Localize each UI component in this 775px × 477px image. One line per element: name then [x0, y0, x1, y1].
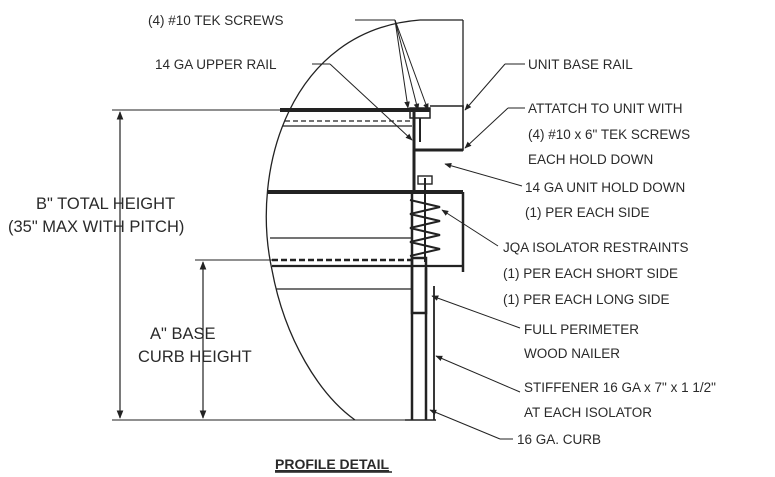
label-attach-2: (4) #10 x 6" TEK SCREWS — [528, 127, 690, 142]
label-curb: 16 GA. CURB — [517, 432, 601, 447]
label-isolator-3: (1) PER EACH LONG SIDE — [503, 292, 670, 307]
label-isolator-2: (1) PER EACH SHORT SIDE — [503, 266, 678, 281]
label-stiffener-2: AT EACH ISOLATOR — [524, 405, 652, 420]
label-stiffener-1: STIFFENER 16 GA x 7" x 1 1/2" — [524, 380, 716, 395]
label-attach-1: ATTATCH TO UNIT WITH — [528, 101, 683, 116]
label-hold-down-2: (1) PER EACH SIDE — [525, 205, 650, 220]
leader-nailer — [431, 295, 521, 329]
label-base-height-1: A" BASE — [150, 325, 215, 343]
unit-base-rail — [430, 105, 464, 151]
label-unit-base-rail: UNIT BASE RAIL — [528, 57, 633, 72]
drawing-title: PROFILE DETAIL — [275, 456, 390, 472]
leader-curb-2 — [429, 409, 501, 440]
label-tek-screws: (4) #10 TEK SCREWS — [148, 13, 284, 28]
label-total-height-2: (35" MAX WITH PITCH) — [8, 218, 184, 236]
label-attach-3: EACH HOLD DOWN — [528, 152, 653, 167]
leader-isolator — [441, 209, 499, 247]
label-isolator-1: JQA ISOLATOR RESTRAINTS — [503, 240, 689, 255]
leader-tek-screws-2 — [394, 19, 420, 111]
detail-boundary-arc — [265, 19, 421, 421]
leader-tek-screws-3 — [394, 19, 429, 111]
leader-stiffener — [435, 355, 521, 393]
leader-tek-screws-4 — [394, 19, 410, 109]
isolator-cap — [417, 175, 433, 185]
label-base-height-2: CURB HEIGHT — [138, 348, 252, 366]
label-nailer-1: FULL PERIMETER — [524, 322, 639, 337]
leader-hold-down — [444, 163, 523, 187]
leader-upper-rail-2 — [329, 63, 413, 141]
label-hold-down-1: 14 GA UNIT HOLD DOWN — [525, 180, 685, 195]
label-total-height-1: B" TOTAL HEIGHT — [36, 195, 175, 213]
hold-down-bracket — [412, 110, 463, 190]
label-upper-rail: 14 GA UPPER RAIL — [155, 57, 277, 72]
leader-attach-2 — [464, 107, 509, 149]
label-nailer-2: WOOD NAILER — [524, 346, 620, 361]
leader-unit-base-rail-2 — [464, 63, 506, 111]
isolator-spring — [409, 199, 441, 257]
